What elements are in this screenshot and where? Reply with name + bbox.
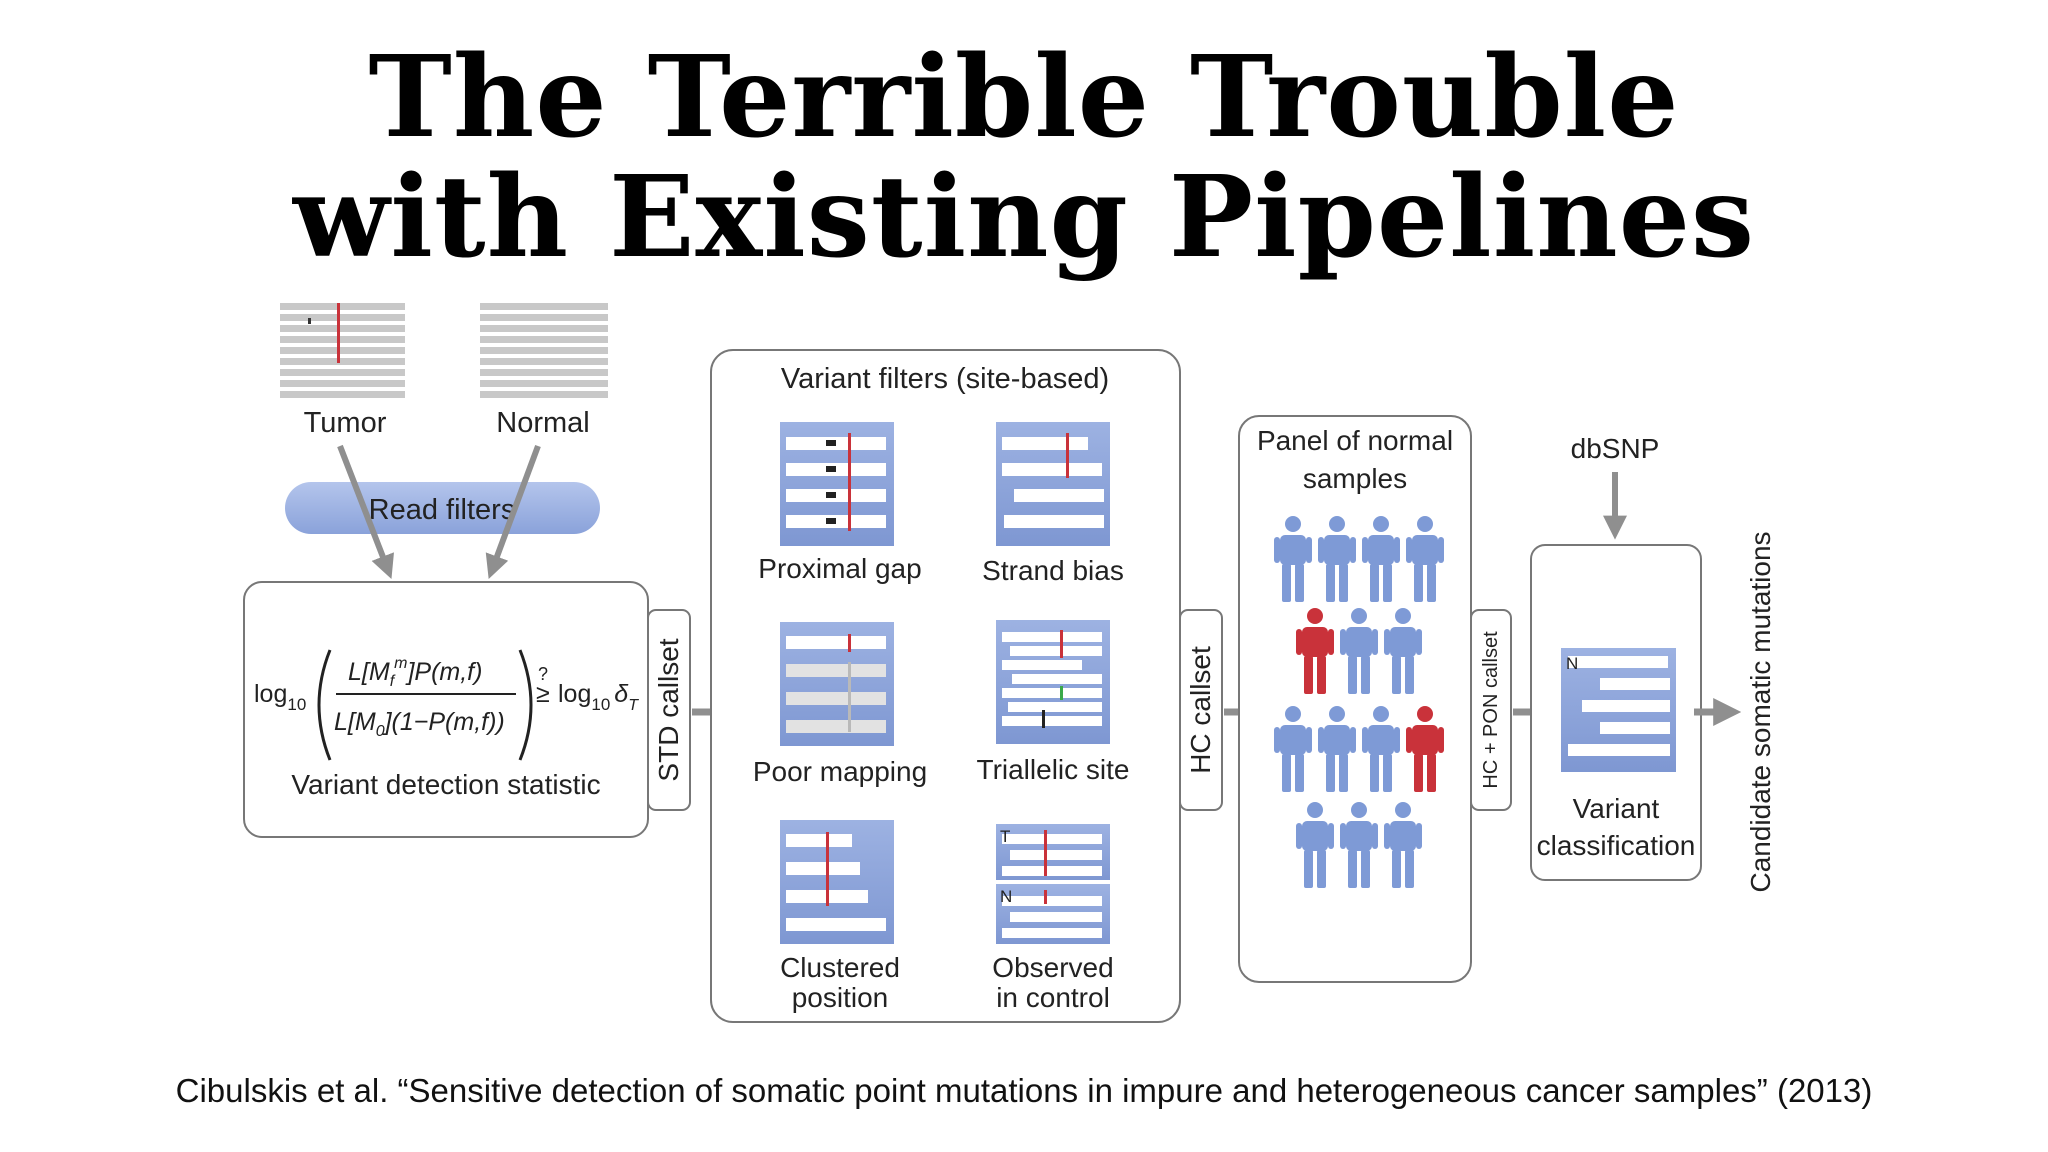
citation: Cibulskis et al. “Sensitive detection of… [175, 1072, 1873, 1109]
statistic-label: Variant detection statistic [291, 769, 600, 800]
poor-mapping-icon [780, 622, 894, 746]
svg-text:L[M0](1−P(m,f)): L[M0](1−P(m,f)) [334, 708, 505, 740]
proximal-gap-icon [780, 422, 894, 546]
slide-title: The Terrible Trouble with Existing Pipel… [0, 38, 2048, 278]
observed-in-control-icon [996, 824, 1110, 944]
tumor-label: Tumor [304, 407, 387, 439]
panel-of-normals-box [1238, 415, 1472, 983]
proximal-gap-label: Proximal gap [758, 553, 921, 584]
strand-bias-label: Strand bias [982, 555, 1124, 586]
classification-label-2: classification [1537, 830, 1696, 861]
classification-normal-tag: N [1566, 654, 1578, 673]
triallelic-site-icon [996, 620, 1110, 744]
strand-bias-icon [996, 422, 1110, 546]
triallelic-site-label: Triallelic site [977, 754, 1130, 785]
poor-mapping-label: Poor mapping [753, 756, 927, 787]
std-callset-tab [647, 609, 691, 811]
dbsnp-label: dbSNP [1571, 433, 1660, 464]
hc-pon-callset-label: HC + PON callset [1480, 631, 1502, 789]
hc-pon-callset-tab [1470, 609, 1512, 811]
svg-text:L[Mfm]P(m,f): L[Mfm]P(m,f) [348, 655, 482, 690]
clustered-position-label-1: Clustered [780, 952, 900, 983]
svg-text:log10: log10 [254, 680, 306, 714]
observed-in-control-label-2: in control [996, 982, 1110, 1013]
tumor-arrow [337, 444, 394, 579]
site-filters-title: Variant filters (site-based) [781, 363, 1109, 395]
panel-title-2: samples [1303, 463, 1407, 494]
panel-title-1: Panel of normal [1257, 425, 1453, 456]
normal-arrow [485, 444, 541, 580]
classification-label-1: Variant [1573, 793, 1660, 824]
std-callset-label: STD callset [653, 638, 684, 781]
svg-text:?: ? [538, 664, 548, 684]
observed-normal-tag: N [1000, 887, 1012, 906]
read-filters-label: Read filters [369, 494, 516, 526]
svg-text:≥: ≥ [536, 680, 550, 708]
hc-callset-tab [1179, 609, 1223, 811]
normal-reads-icon [480, 303, 608, 398]
tumor-reads-icon [280, 303, 405, 398]
hc-callset-label: HC callset [1185, 646, 1216, 774]
title-line-1: The Terrible Trouble [368, 32, 1680, 163]
classification-reads-icon [1561, 648, 1676, 772]
title-line-2: with Existing Pipelines [292, 152, 1756, 283]
output-label: Candidate somatic mutations [1745, 531, 1776, 892]
observed-in-control-label-1: Observed [992, 952, 1113, 983]
normal-label: Normal [496, 407, 589, 439]
clustered-position-icon [780, 820, 894, 944]
statistic-formula: log10 L[Mfm]P(m,f) L[M0](1−P(m,f)) ? ≥ l… [254, 649, 639, 761]
clustered-position-label-2: position [792, 982, 889, 1013]
observed-tumor-tag: T [1000, 827, 1010, 846]
